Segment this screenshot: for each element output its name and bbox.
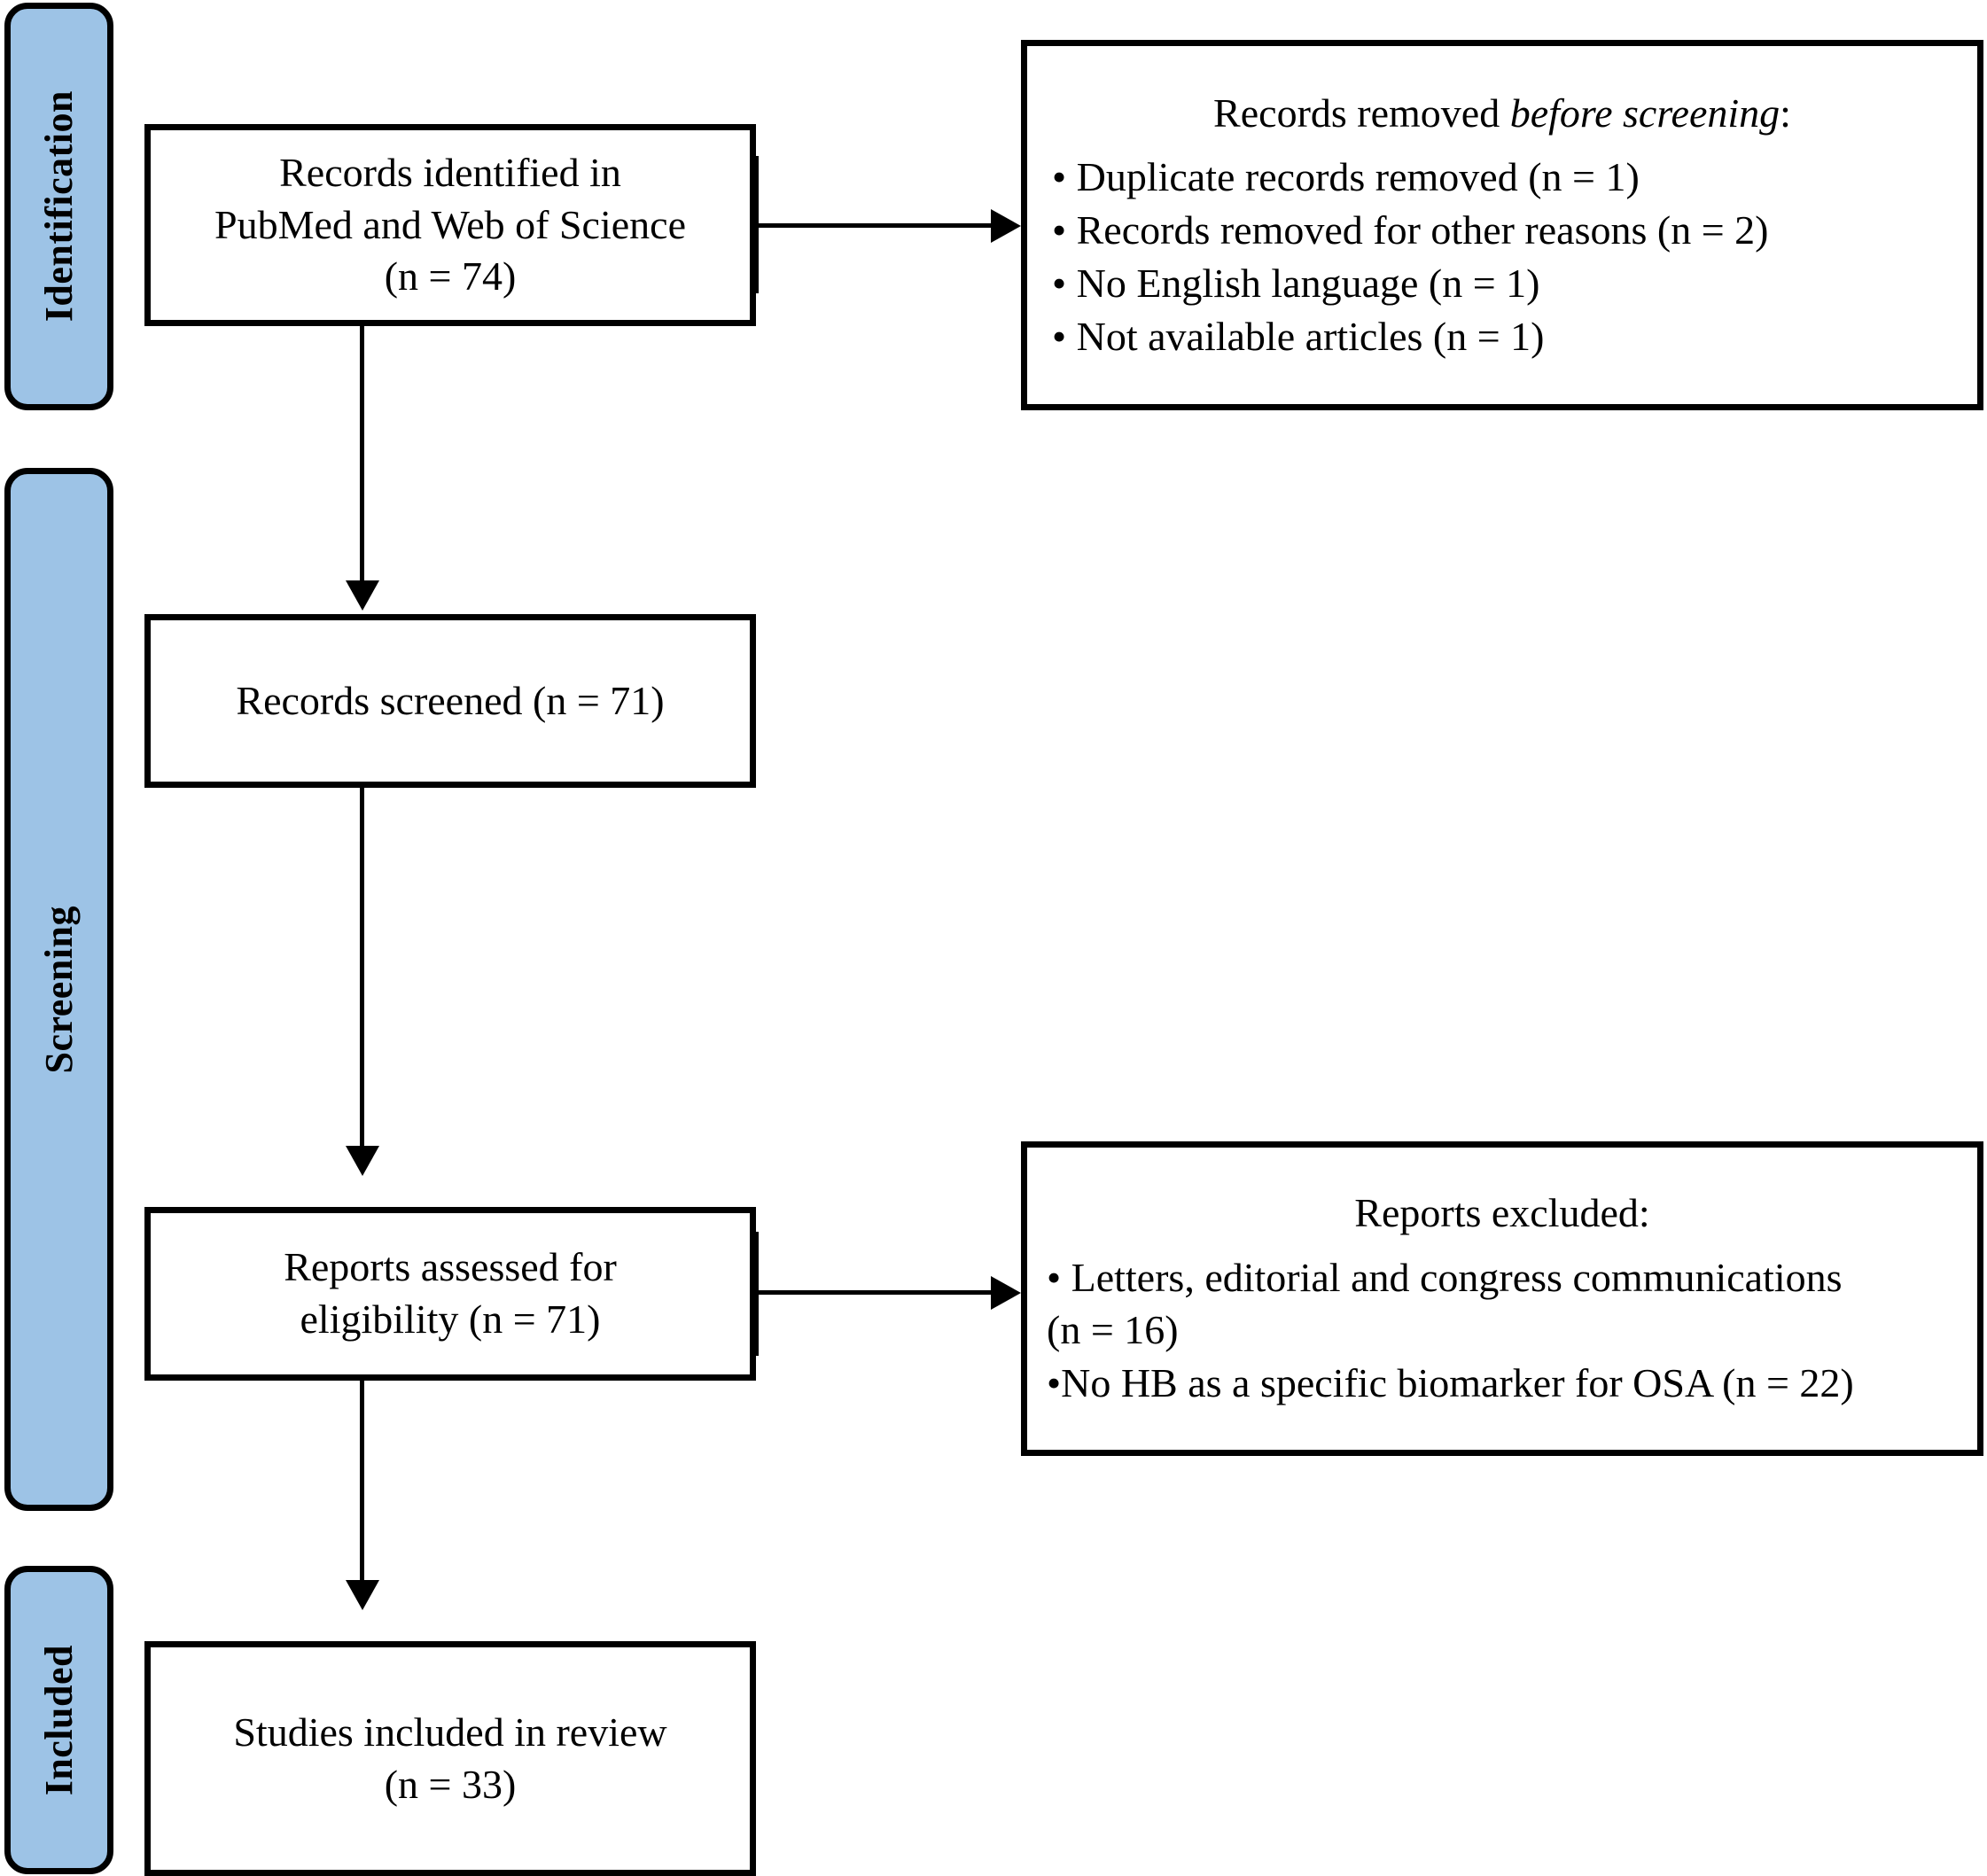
box-records-identified-text: Records identified in PubMed and Web of … [199,147,702,304]
list-item: • Letters, editorial and congress commun… [1047,1254,1843,1300]
records-identified-line1: Records identified in [279,149,621,195]
stage-label-screening: Screening [36,905,81,1074]
stage-label-included: Included [36,1644,81,1796]
arrow-screened-to-assessed [346,1146,379,1176]
reports-excluded-heading: Reports excluded: [1354,1190,1650,1236]
box-records-screened-text: Records screened (n = 71) [220,675,680,728]
arrow-identified-to-removed [991,209,1021,243]
records-removed-heading-italic: before screening [1509,90,1781,136]
reports-excluded-list: • Letters, editorial and congress commun… [1027,1251,1977,1410]
connector-identified-to-screened [360,326,364,583]
studies-included-line2: (n = 33) [384,1761,517,1807]
stage-bar-included: Included [4,1566,113,1874]
box-reports-assessed-text: Reports assessed for eligibility (n = 71… [268,1242,633,1346]
box-records-screened: Records screened (n = 71) [144,614,756,788]
list-item: •No HB as a specific biomarker for OSA (… [1047,1360,1854,1406]
connector-screened-to-assessed [360,788,364,1148]
records-removed-heading-normal: Records removed [1213,90,1510,136]
connector-assessed-to-excluded-horizontal [754,1290,994,1295]
reports-assessed-line1: Reports assessed for [284,1244,617,1290]
list-item: • Duplicate records removed (n = 1) [1052,154,1640,200]
records-removed-list: • Duplicate records removed (n = 1) • Re… [1027,151,1977,362]
arrow-identified-to-screened [346,580,379,611]
records-screened-line1: Records screened (n = 71) [236,677,665,723]
arrow-assessed-to-included [346,1580,379,1610]
stage-label-identification: Identification [36,90,81,323]
records-removed-heading: Records removed before screening: [1027,88,1977,139]
reports-assessed-line2: eligibility (n = 71) [300,1296,601,1342]
box-studies-included: Studies included in review (n = 33) [144,1641,756,1876]
stage-bar-identification: Identification [4,3,113,410]
box-studies-included-text: Studies included in review (n = 33) [217,1707,682,1811]
list-item: • No English language (n = 1) [1052,260,1540,306]
list-item: (n = 16) [1047,1307,1179,1353]
records-identified-line2: PubMed and Web of Science [214,201,686,247]
box-reports-assessed: Reports assessed for eligibility (n = 71… [144,1207,756,1381]
box-reports-excluded: Reports excluded: • Letters, editorial a… [1021,1141,1983,1456]
arrow-assessed-to-excluded [991,1276,1021,1310]
studies-included-line1: Studies included in review [233,1709,667,1755]
box-records-identified: Records identified in PubMed and Web of … [144,124,756,326]
box-records-removed-before-screening: Records removed before screening: • Dupl… [1021,40,1983,410]
list-item: • Records removed for other reasons (n =… [1052,206,1769,253]
records-identified-line3: (n = 74) [384,253,517,300]
connector-identified-to-removed-horizontal [754,223,994,228]
records-removed-heading-tail: : [1780,90,1791,136]
list-item: • Not available articles (n = 1) [1052,313,1545,359]
connector-assessed-to-included [360,1381,364,1583]
stage-bar-screening: Screening [4,468,113,1511]
